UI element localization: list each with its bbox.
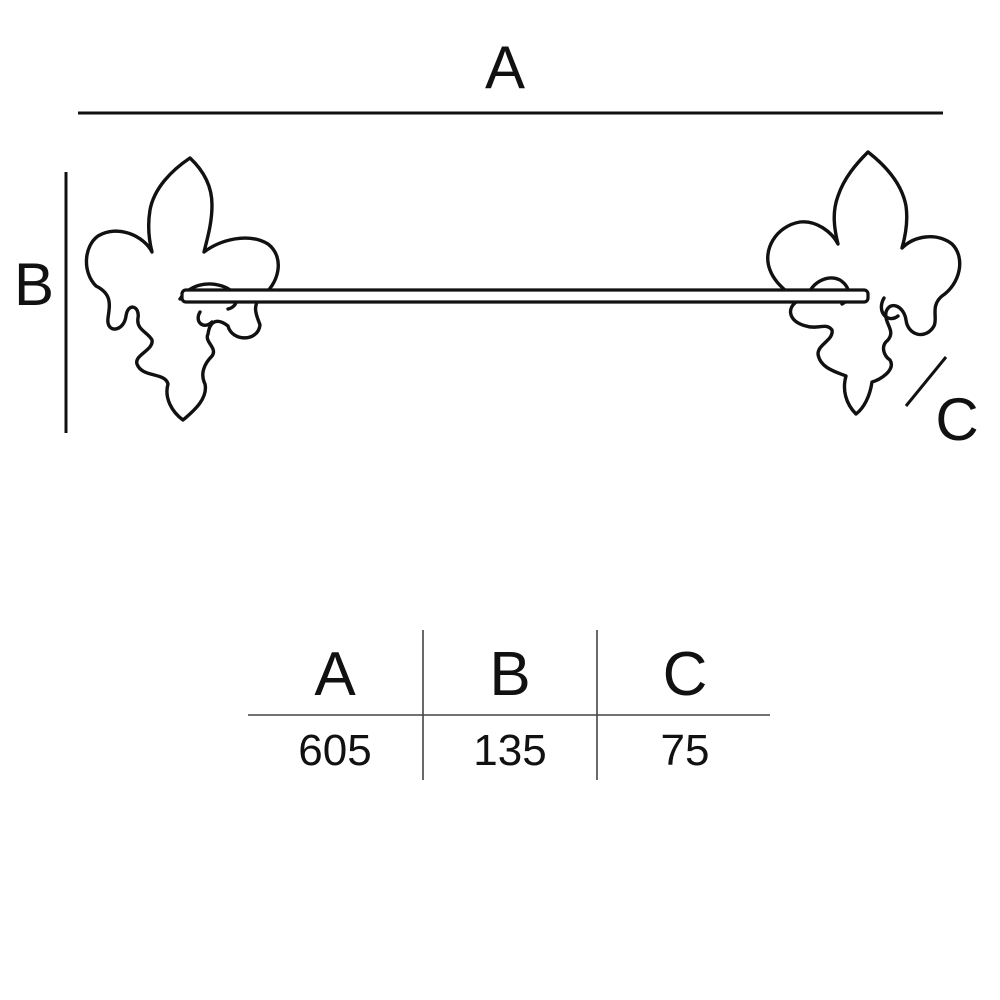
table-header-c: C bbox=[663, 640, 708, 709]
dimension-table: A B C 605 135 75 bbox=[248, 630, 770, 780]
dimension-b-label: B bbox=[14, 251, 54, 318]
table-header-a: A bbox=[314, 640, 356, 709]
right-fleur-inner-scroll-2 bbox=[879, 296, 900, 321]
right-fleur-outline bbox=[766, 150, 962, 416]
towel-bar bbox=[180, 288, 870, 304]
dimension-a-label: A bbox=[485, 34, 525, 101]
table-value-c: 75 bbox=[661, 726, 710, 775]
left-fleur-inner-scroll-2 bbox=[196, 310, 214, 327]
left-fleur-outline bbox=[84, 156, 280, 422]
table-header-b: B bbox=[489, 640, 530, 709]
dimension-c-label: C bbox=[935, 386, 978, 453]
table-value-a: 605 bbox=[298, 726, 371, 775]
table-value-b: 135 bbox=[473, 726, 546, 775]
dimension-c-line bbox=[904, 356, 948, 407]
